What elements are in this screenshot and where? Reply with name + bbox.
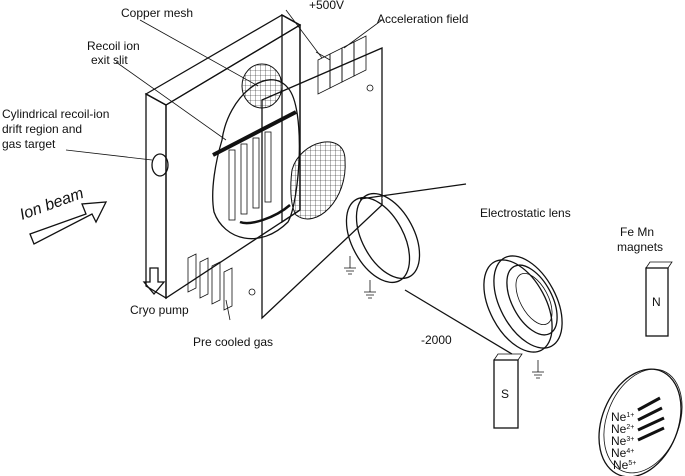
ion-label: Ne5+ bbox=[613, 458, 636, 472]
label-magnet-n: N bbox=[652, 295, 661, 309]
electrostatic-lens bbox=[345, 170, 563, 355]
detector-ion-labels: Ne1+ Ne2+ Ne3+ Ne4+ Ne5+ bbox=[611, 410, 636, 472]
ion-beam-arrow bbox=[29, 201, 108, 245]
ground-symbols bbox=[344, 256, 544, 379]
leader-lines bbox=[65, 9, 383, 321]
ion-label: Ne3+ bbox=[611, 434, 634, 448]
label-pre-cooled-gas: Pre cooled gas bbox=[193, 335, 273, 349]
label-cylindrical-1: Cylindrical recoil-ion bbox=[2, 107, 109, 121]
label-plus-500v: +500V bbox=[309, 0, 344, 12]
target-chamber bbox=[144, 13, 302, 300]
label-minus-2000: -2000 bbox=[421, 333, 452, 347]
gas-inlet-plates bbox=[187, 253, 233, 311]
label-electrostatic-lens: Electrostatic lens bbox=[480, 206, 571, 220]
label-copper-mesh: Copper mesh bbox=[121, 6, 193, 20]
label-magnet-s: S bbox=[501, 387, 509, 401]
label-recoil-exit-2: exit slit bbox=[91, 53, 128, 67]
label-recoil-exit-1: Recoil ion bbox=[87, 39, 140, 53]
cryo-pump-arrow bbox=[142, 267, 166, 296]
label-acceleration-field: Acceleration field bbox=[377, 12, 468, 26]
detector-disk bbox=[598, 368, 683, 476]
label-cylindrical-3: gas target bbox=[2, 137, 56, 151]
magnet-n bbox=[645, 261, 673, 337]
label-cylindrical-2: drift region and bbox=[2, 122, 82, 136]
label-cryo-pump: Cryo pump bbox=[130, 303, 189, 317]
acceleration-plates bbox=[315, 35, 367, 95]
ion-label: Ne1+ bbox=[611, 410, 634, 424]
magnet-s bbox=[493, 353, 523, 429]
ion-label: Ne4+ bbox=[611, 446, 634, 460]
ion-label: Ne2+ bbox=[611, 422, 634, 436]
label-fe-mn-1: Fe Mn bbox=[620, 225, 654, 239]
label-fe-mn-2: magnets bbox=[617, 240, 663, 254]
